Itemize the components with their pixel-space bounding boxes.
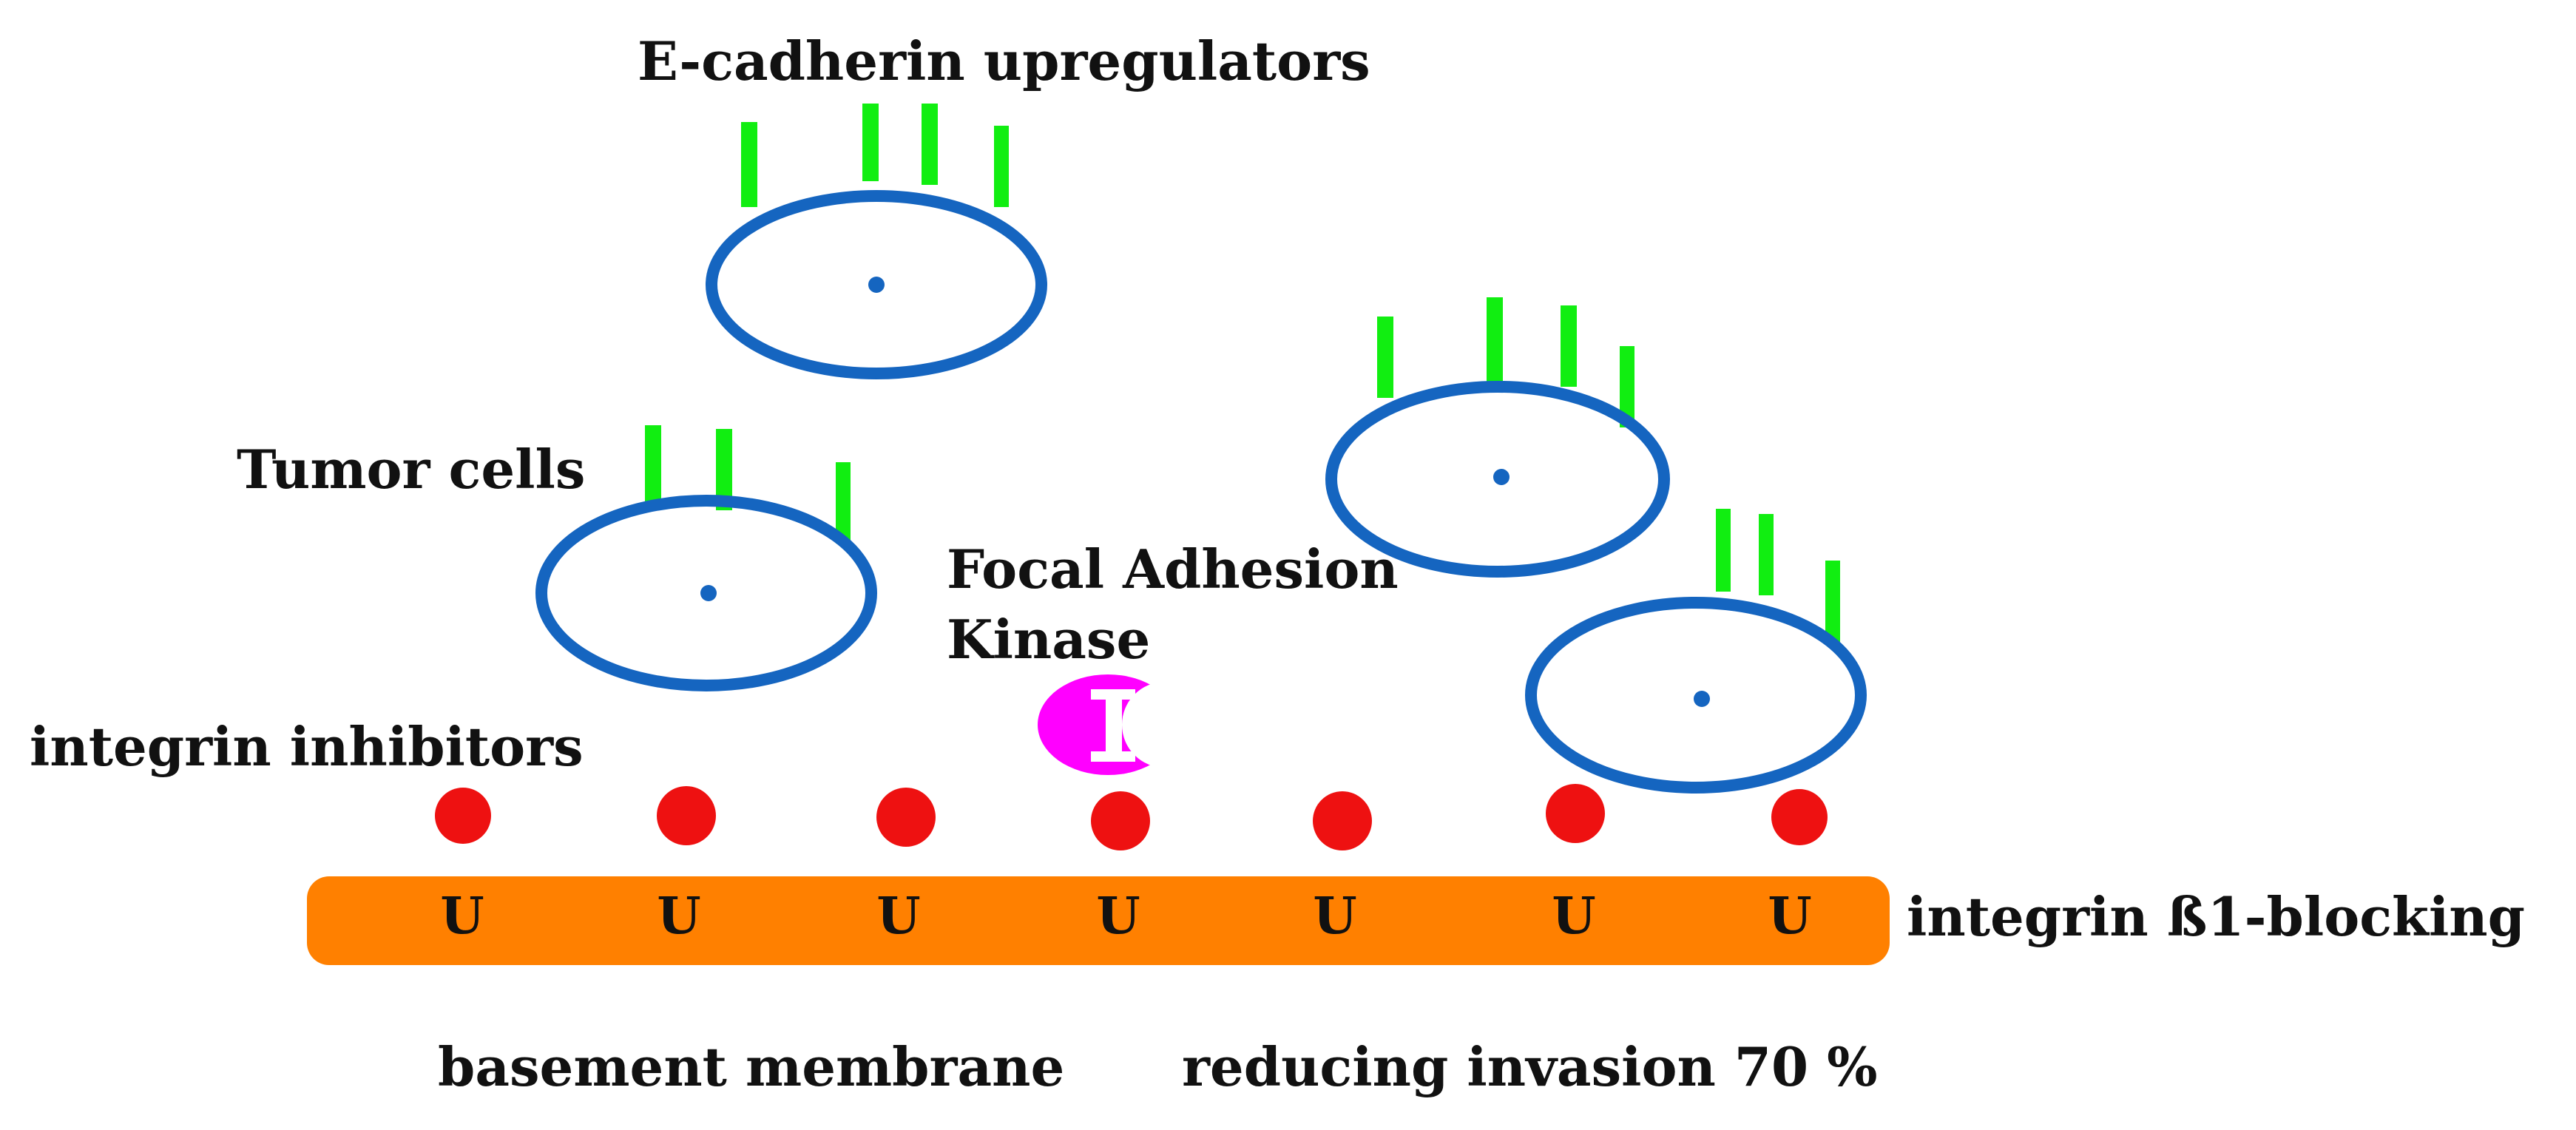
inhibitor-dot	[876, 788, 936, 847]
integrin-blocking-label: integrin ß1-blocking	[1907, 885, 2525, 948]
receptor-u: U	[1552, 887, 1595, 946]
inhibitor-dot	[1546, 784, 1605, 843]
upregulator-bar	[862, 104, 879, 181]
inhibitor-dot	[1091, 791, 1150, 850]
cell-nucleus	[1694, 691, 1710, 707]
receptors-group: U U U U U U U	[440, 887, 1811, 946]
fak-label-line2: Kinase	[947, 608, 1150, 671]
upregulator-bar	[1825, 561, 1840, 642]
receptor-u: U	[1768, 887, 1811, 946]
reducing-invasion-label: reducing invasion 70 %	[1182, 1035, 1878, 1098]
upregulator-bar	[994, 126, 1009, 207]
integrin-inhibitors-group	[435, 784, 1828, 850]
tumor-cells-label: Tumor cells	[237, 438, 585, 501]
tumor-cell	[535, 495, 877, 691]
upregulator-bar	[836, 462, 851, 544]
integrin-inhibitors-label: integrin inhibitors	[30, 715, 584, 778]
receptor-u: U	[440, 887, 484, 946]
basement-membrane-bar	[307, 876, 1890, 965]
cell-nucleus	[868, 277, 885, 293]
tumor-cell	[1325, 381, 1670, 578]
fak-label-line1: Focal Adhesion	[947, 538, 1399, 600]
upregulator-bar	[1377, 317, 1393, 398]
upregulator-bar	[645, 425, 661, 507]
inhibitor-dot	[657, 786, 716, 845]
cell-nucleus	[1493, 469, 1510, 485]
receptor-u: U	[657, 887, 700, 946]
inhibitor-dot	[1771, 789, 1828, 845]
upregulator-bar	[1487, 297, 1503, 382]
upregulator-bar	[922, 104, 938, 185]
receptor-u: U	[876, 887, 920, 946]
e-cadherin-label: E-cadherin upregulators	[638, 30, 1370, 92]
e-cadherin-upregulators-group	[645, 104, 1840, 642]
tumor-cells-group	[535, 190, 1867, 794]
upregulator-bar	[1620, 346, 1634, 427]
tumor-cell	[706, 190, 1047, 379]
nuclei-group	[700, 277, 1710, 707]
upregulator-bar	[1561, 305, 1577, 387]
upregulator-bar	[1716, 509, 1731, 592]
tumor-cell	[1525, 597, 1867, 794]
upregulator-bar	[1759, 514, 1774, 595]
inhibitor-dot	[435, 788, 491, 844]
upregulator-bar	[716, 429, 732, 510]
receptor-u: U	[1096, 887, 1140, 946]
upregulator-bar	[741, 122, 757, 207]
focal-adhesion-kinase-icon	[1038, 674, 1208, 775]
receptor-u: U	[1313, 887, 1356, 946]
inhibitor-dot	[1313, 791, 1372, 850]
cell-nucleus	[700, 585, 717, 601]
basement-membrane-label: basement membrane	[438, 1035, 1064, 1098]
